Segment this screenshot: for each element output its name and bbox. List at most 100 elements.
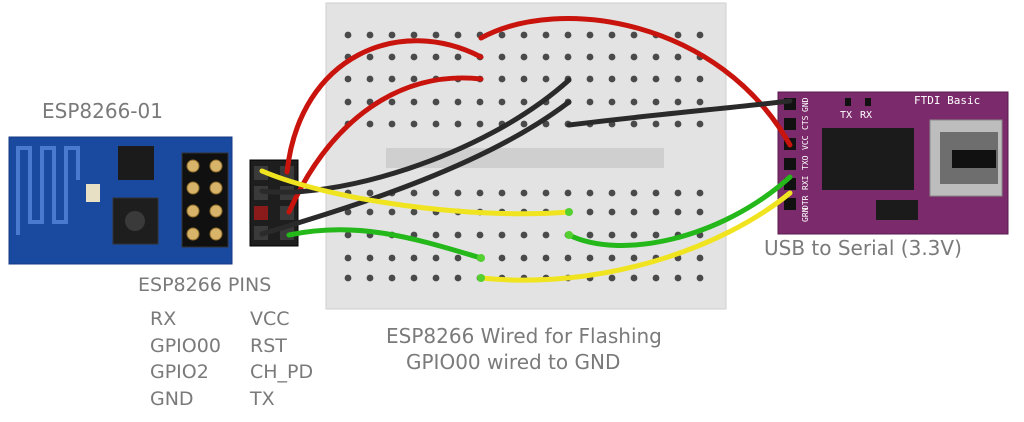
breadboard-hole [454, 231, 462, 239]
breadboard-hole [366, 120, 374, 128]
breadboard-hole [696, 31, 704, 39]
breadboard-hole [542, 31, 550, 39]
breadboard-hole [696, 274, 704, 282]
breadboard-hole [344, 75, 352, 83]
breadboard-hole [674, 274, 682, 282]
pin-left-gnd: GND [150, 388, 194, 410]
breadboard-hole [366, 208, 374, 216]
breadboard-hole [344, 254, 352, 262]
breadboard [325, 2, 727, 310]
breadboard-hole [454, 98, 462, 106]
ftdi-pin-label-gnd: GND [801, 97, 810, 112]
breadboard-hole [344, 231, 352, 239]
breadboard-hole [388, 53, 396, 61]
breadboard-hole [366, 75, 374, 83]
breadboard-hole [564, 189, 572, 197]
breadboard-hole [432, 274, 440, 282]
breadboard-hole [454, 53, 462, 61]
breadboard-hole [630, 53, 638, 61]
breadboard-hole [498, 31, 506, 39]
breadboard-hole [608, 274, 616, 282]
ftdi-pin-label-grn: GRN [801, 207, 810, 222]
breadboard-hole [696, 75, 704, 83]
breadboard-hole [410, 254, 418, 262]
red-wire-ftdi-vcc [478, 16, 793, 148]
black-wire-gnd [259, 99, 572, 237]
breadboard-hole [630, 254, 638, 262]
breadboard-hole [344, 274, 352, 282]
ftdi-label: USB to Serial (3.3V) [764, 236, 962, 260]
breadboard-hole [696, 120, 704, 128]
breadboard-hole [630, 98, 638, 106]
breadboard-hole [608, 75, 616, 83]
ftdi-pin-label-rxi: RXI [801, 175, 810, 190]
breadboard-hole [498, 53, 506, 61]
breadboard-hole [454, 31, 462, 39]
breadboard-hole [410, 31, 418, 39]
breadboard-hole [652, 189, 660, 197]
breadboard-hole [564, 31, 572, 39]
breadboard-hole [630, 189, 638, 197]
wires [259, 16, 793, 283]
breadboard-hole [520, 254, 528, 262]
breadboard-hole [608, 231, 616, 239]
breadboard-hole [674, 75, 682, 83]
breadboard-hole [608, 53, 616, 61]
breadboard-hole [454, 274, 462, 282]
breadboard-hole [696, 189, 704, 197]
esp8266-module [8, 136, 233, 265]
red-wire-vcc [284, 38, 484, 175]
breadboard-hole [586, 98, 594, 106]
breadboard-hole [652, 98, 660, 106]
breadboard-hole [520, 31, 528, 39]
breadboard-hole [652, 75, 660, 83]
breadboard-hole [586, 31, 594, 39]
ftdi-board: FTDI Basic TX RX GRN DTR RXI TXO VCC CTS… [777, 91, 1009, 235]
breadboard-hole [498, 75, 506, 83]
pin-right-tx: TX [250, 388, 275, 410]
breadboard-hole [520, 98, 528, 106]
breadboard-hole [674, 189, 682, 197]
breadboard-hole [476, 189, 484, 197]
breadboard-hole [586, 75, 594, 83]
module-title: ESP8266-01 [42, 99, 163, 123]
pin-left-rx: RX [150, 308, 177, 330]
breadboard-hole [366, 189, 374, 197]
breadboard-hole [630, 31, 638, 39]
pin-right-ch-pd: CH_PD [250, 361, 314, 383]
black-wire-ftdi-gnd [566, 98, 793, 128]
yellow-wire-rx [259, 168, 572, 217]
breadboard-hole [410, 274, 418, 282]
breadboard-hole [454, 189, 462, 197]
breadboard-hole [674, 120, 682, 128]
breadboard-hole [410, 208, 418, 216]
pin-left-gpio00: GPIO00 [150, 335, 221, 357]
breadboard-hole [630, 120, 638, 128]
breadboard-hole [388, 254, 396, 262]
breadboard-hole [674, 98, 682, 106]
breadboard-hole [608, 31, 616, 39]
breadboard-hole [608, 208, 616, 216]
breadboard-hole [520, 53, 528, 61]
caption-line2: GPIO00 wired to GND [406, 350, 621, 374]
caption-line1: ESP8266 Wired for Flashing [386, 324, 662, 348]
breadboard-hole [344, 208, 352, 216]
red-wire-rst [286, 75, 484, 215]
breadboard-hole [432, 31, 440, 39]
breadboard-hole [542, 189, 550, 197]
black-wire-gpio00 [259, 77, 572, 195]
green-wire-ftdi-rxi [566, 174, 793, 248]
ftdi-pin-label-cts: CTS [801, 115, 810, 130]
breadboard-hole [388, 120, 396, 128]
breadboard-hole [520, 75, 528, 83]
breadboard-hole [498, 231, 506, 239]
breadboard-hole [454, 120, 462, 128]
breadboard-hole [476, 120, 484, 128]
ftdi-pin-label-txo: TXO [801, 155, 810, 170]
ftdi-pin-label-dtr: DTR [801, 195, 810, 210]
breadboard-hole [498, 254, 506, 262]
breadboard-hole [542, 53, 550, 61]
breadboard-hole [410, 75, 418, 83]
breadboard-hole [498, 98, 506, 106]
